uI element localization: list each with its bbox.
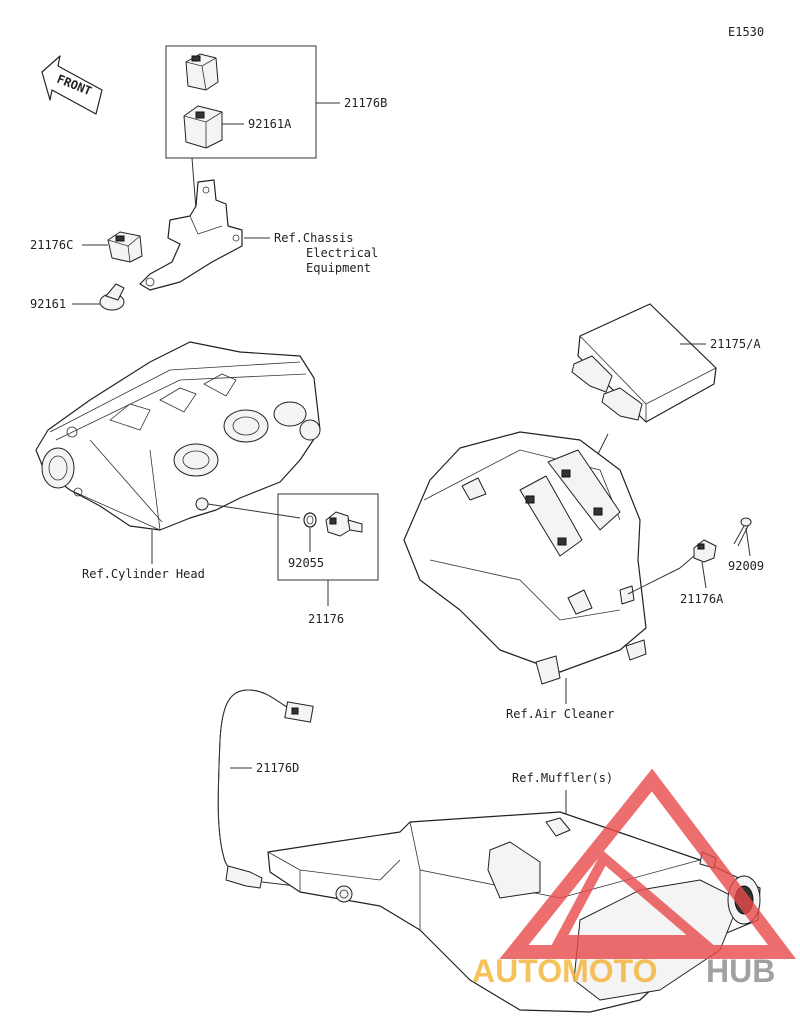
label-ref-chassis-3: Equipment [306, 261, 371, 275]
label-92009: 92009 [728, 559, 764, 573]
oxygen-sensor-21176d-part [217, 689, 331, 891]
sensor-21176a-part [627, 539, 717, 595]
label-ref-muffler: Ref.Muffler(s) [512, 771, 613, 785]
label-21176a: 21176A [680, 592, 724, 606]
label-ref-chassis-1: Ref.Chassis [274, 231, 353, 245]
front-arrow-icon: FRONT [41, 55, 103, 115]
sensor-21176-part [325, 511, 363, 537]
label-ref-air-cleaner: Ref.Air Cleaner [506, 707, 614, 721]
label-92055: 92055 [288, 556, 324, 570]
label-ref-chassis-2: Electrical [306, 246, 378, 260]
label-92161: 92161 [30, 297, 66, 311]
automotohub-watermark: AUTOMOTO HUB [472, 768, 797, 989]
relay-21176b-part [185, 53, 219, 91]
watermark-triangle-logo-icon [499, 768, 797, 959]
group-bracket-21176b [165, 45, 340, 211]
label-92161a: 92161A [248, 117, 292, 131]
label-21176b: 21176B [344, 96, 387, 110]
watermark-text-automoto: AUTOMOTO [472, 953, 657, 989]
chassis-bracket-part [139, 179, 270, 291]
bolt-92009-part [733, 517, 752, 557]
label-21175a: 21175/A [710, 337, 761, 351]
washer-92055-part [303, 512, 317, 552]
label-21176: 21176 [308, 612, 344, 626]
watermark-text-hub: HUB [706, 953, 775, 989]
air-cleaner-part [403, 431, 647, 704]
rubber-92161-part [72, 283, 125, 311]
label-ref-cylinder-head: Ref.Cylinder Head [82, 567, 205, 581]
label-21176d: 21176D [256, 761, 299, 775]
relay-21176c-part [82, 231, 143, 263]
diagram-code: E1530 [728, 25, 764, 39]
group-bracket-21176 [277, 493, 379, 606]
label-21176c: 21176C [30, 238, 73, 252]
cylinder-head-part [35, 341, 321, 564]
relay-92161a-part [183, 105, 244, 149]
